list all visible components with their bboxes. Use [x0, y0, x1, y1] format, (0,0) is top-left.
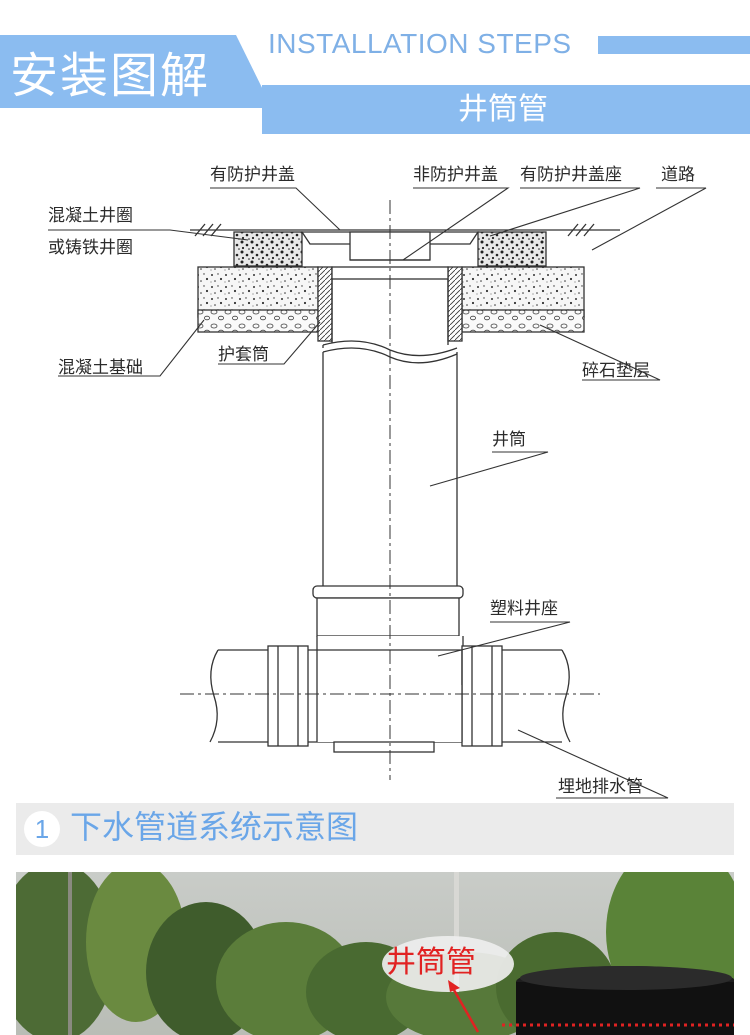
label-cast-iron-ring: 或铸铁井圈: [48, 238, 133, 258]
caption-text: 下水管道系统示意图: [70, 808, 359, 846]
label-cover-seat: 有防护井盖座: [520, 165, 622, 185]
caption-number-badge: [24, 811, 60, 847]
header-banner: [0, 0, 750, 140]
installation-diagram: [48, 187, 707, 799]
label-shaft: 井筒: [492, 430, 526, 450]
label-road: 道路: [661, 165, 695, 185]
page-title: 安装图解: [10, 48, 211, 104]
label-drain-pipe: 埋地排水管: [558, 777, 643, 797]
product-subtitle: 井筒管: [458, 92, 548, 127]
label-gravel-layer: 碎石垫层: [582, 361, 650, 381]
photo-callout-label: 井筒管: [386, 945, 476, 980]
label-non-protective-cover: 非防护井盖: [413, 165, 498, 185]
label-sleeve: 护套筒: [218, 345, 269, 365]
header-graphic: [0, 35, 750, 134]
label-protective-cover: 有防护井盖: [210, 165, 295, 185]
page-title-english: INSTALLATION STEPS: [268, 28, 572, 59]
product-photo: [16, 872, 734, 1035]
photo-scene: [16, 872, 734, 1035]
label-plastic-seat: 塑料井座: [490, 599, 558, 619]
caption-number: 1: [34, 814, 50, 844]
caption-bar: [16, 803, 734, 855]
label-concrete-ring: 混凝土井圈: [48, 206, 133, 226]
label-concrete-base: 混凝土基础: [58, 358, 143, 378]
